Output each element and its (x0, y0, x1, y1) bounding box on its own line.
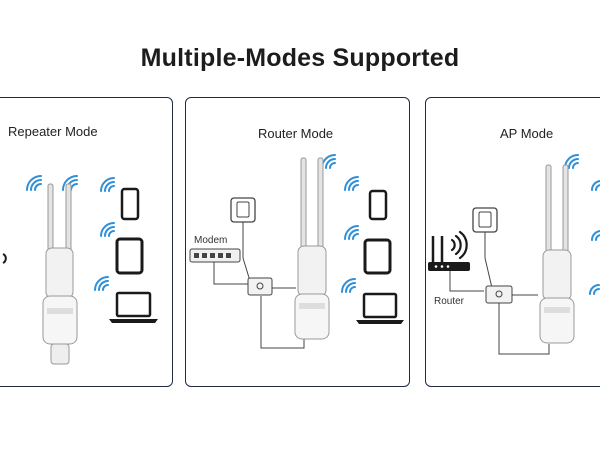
wifi-icon (344, 176, 359, 191)
panel-title: Router Mode (258, 126, 334, 141)
wifi-icon (344, 225, 359, 240)
wifi-icon (94, 276, 109, 291)
wifi-icon (450, 230, 468, 260)
power-adapter-icon (472, 207, 498, 289)
smartphone-icon (120, 187, 140, 221)
tablet-icon (115, 237, 144, 275)
wifi-icon (100, 177, 115, 192)
repeater-diagram (2, 175, 158, 365)
access-point-device-icon (42, 183, 78, 365)
tablet-icon (363, 238, 392, 275)
wifi-icon (591, 180, 600, 191)
laptop-icon (356, 292, 404, 324)
panel-repeater-mode: Repeater Mode (0, 97, 173, 387)
access-point-device-icon (539, 164, 575, 344)
poe-injector-icon (485, 285, 513, 304)
modem-icon (189, 248, 241, 263)
wifi-icon (321, 154, 336, 169)
modem-label: Modem (194, 235, 228, 246)
panel-router-mode: Router Mode Modem (185, 97, 410, 387)
router-icon (428, 236, 470, 271)
smartphone-icon (368, 189, 388, 221)
panel-ap-mode: AP Mode Router (425, 97, 600, 387)
panel-title: Repeater Mode (8, 124, 98, 139)
wifi-icon (591, 230, 600, 241)
poe-injector-icon (247, 277, 273, 296)
ap-diagram (428, 154, 600, 355)
wifi-icon (589, 284, 600, 295)
wifi-icon (100, 222, 115, 237)
power-adapter-icon (230, 197, 256, 282)
page-title: Multiple-Modes Supported (140, 44, 460, 72)
wifi-icon (341, 278, 356, 293)
wifi-icon (26, 175, 42, 191)
access-point-device-icon (294, 157, 330, 340)
panel-title: AP Mode (500, 126, 554, 141)
router-diagram (189, 154, 404, 349)
router-label: Router (434, 296, 465, 307)
laptop-icon (109, 291, 158, 323)
